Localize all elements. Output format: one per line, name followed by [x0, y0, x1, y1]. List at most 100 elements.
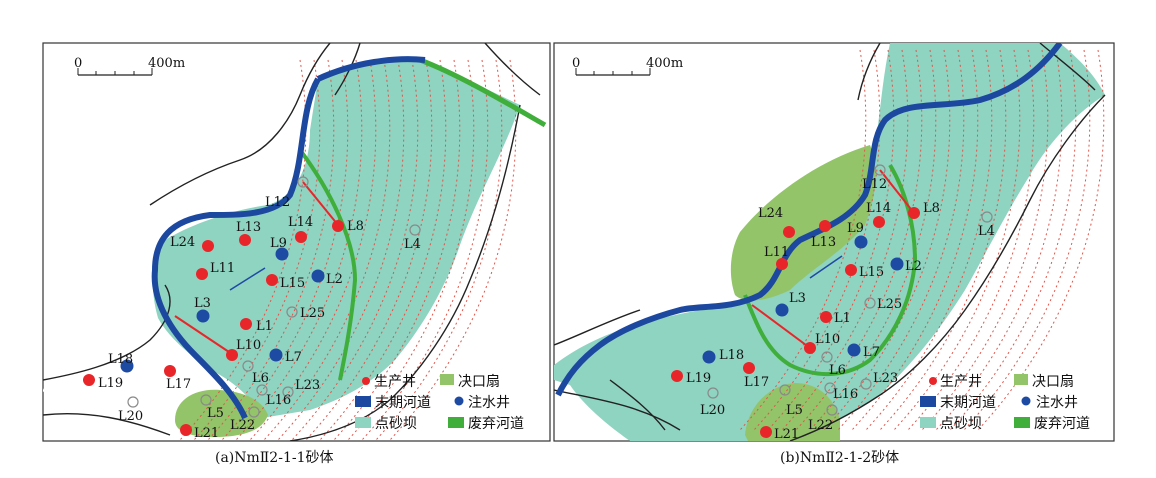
production-well-marker[interactable]: [820, 311, 832, 323]
contour-line: [179, 59, 307, 441]
well-label: L9: [847, 221, 864, 236]
injection-well-marker[interactable]: [196, 309, 210, 323]
accretion-contours: [179, 59, 517, 441]
well-label: L18: [719, 348, 744, 363]
late-channel: [555, 43, 1063, 397]
well-label: L10: [236, 338, 261, 353]
well-label: L14: [288, 215, 313, 230]
contour-line: [305, 59, 433, 441]
inactive-well-marker[interactable]: [824, 382, 836, 394]
inactive-well-marker[interactable]: [256, 384, 268, 396]
production-well-marker[interactable]: [819, 220, 831, 232]
well-label: L25: [877, 297, 902, 312]
well-label: L7: [285, 350, 302, 365]
contour-line: [781, 49, 909, 431]
inactive-well-marker[interactable]: [821, 351, 833, 363]
well-label: L5: [207, 406, 224, 421]
well-label: L3: [194, 296, 211, 311]
accretion-contours: [739, 49, 1105, 431]
injection-well-marker[interactable]: [890, 257, 904, 271]
inactive-well-marker[interactable]: [200, 394, 212, 406]
inactive-well-marker[interactable]: [282, 386, 294, 398]
inactive-well-marker[interactable]: [409, 224, 421, 236]
well-label: L18: [108, 352, 133, 367]
production-well-marker[interactable]: [873, 216, 885, 228]
injection-well-marker[interactable]: [702, 350, 716, 364]
legend: 生产井 决口扇 末期河道 注水井 点砂坝 废弃河道: [355, 374, 524, 432]
legend: 生产井 决口扇 末期河道 注水井 点砂坝 废弃河道: [920, 374, 1090, 432]
production-well-marker[interactable]: [776, 258, 788, 270]
injection-well-marker[interactable]: [275, 247, 289, 261]
contour-line: [291, 59, 419, 441]
inactive-well-marker[interactable]: [707, 387, 719, 399]
well-label: L23: [295, 378, 320, 393]
well-label: L3: [789, 291, 806, 306]
contour-line: [963, 49, 1091, 431]
contour-line: [921, 49, 1049, 431]
legend-splay-label: 决口扇: [1032, 374, 1074, 390]
well-label: L16: [833, 387, 858, 402]
inactive-well-marker[interactable]: [864, 297, 876, 309]
contour-line: [809, 49, 937, 431]
legend-injection-symbol: [454, 396, 464, 406]
well-label: L21: [774, 427, 799, 442]
wells: L24 L13 L14 L8 L11 L15 L1 L10 L19 L17 L2…: [83, 176, 421, 441]
injection-well-marker[interactable]: [311, 269, 325, 283]
inactive-well-marker[interactable]: [826, 404, 838, 416]
production-well-marker[interactable]: [845, 264, 857, 276]
contour-line: [893, 49, 1021, 431]
contour-line: [221, 59, 349, 441]
production-well-marker[interactable]: [164, 365, 176, 377]
well-label: L4: [978, 224, 995, 239]
injection-well-marker[interactable]: [847, 343, 861, 357]
contour-line: [739, 49, 867, 431]
well-label: L2: [326, 272, 343, 287]
production-well-marker[interactable]: [804, 342, 816, 354]
inactive-well-marker[interactable]: [286, 306, 298, 318]
scale-bar: 0 400m: [572, 56, 683, 76]
production-well-marker[interactable]: [743, 362, 755, 374]
production-well-marker[interactable]: [295, 231, 307, 243]
inactive-well-marker[interactable]: [248, 406, 260, 418]
production-well-marker[interactable]: [332, 220, 344, 232]
legend-injection-symbol: [1021, 396, 1031, 406]
contour-line: [879, 49, 1007, 431]
inactive-well-marker[interactable]: [874, 164, 886, 176]
well-label: L1: [834, 311, 851, 326]
production-well-marker[interactable]: [671, 370, 683, 382]
well-label: L4: [404, 237, 421, 252]
production-well-marker[interactable]: [83, 374, 95, 386]
production-well-marker[interactable]: [239, 234, 251, 246]
well-label: L15: [859, 265, 884, 280]
production-well-marker[interactable]: [783, 226, 795, 238]
inactive-well-marker[interactable]: [242, 360, 254, 372]
inactive-well-marker[interactable]: [860, 378, 872, 390]
production-well-marker[interactable]: [180, 424, 192, 436]
well-label: L14: [866, 201, 891, 216]
production-well-marker[interactable]: [240, 318, 252, 330]
well-connections: [751, 169, 915, 349]
well-label: L15: [280, 276, 305, 291]
inactive-well-marker[interactable]: [297, 176, 309, 188]
injection-well-marker[interactable]: [854, 235, 868, 249]
production-well-marker[interactable]: [266, 274, 278, 286]
legend-point-bar-swatch: [355, 417, 371, 428]
production-well-marker[interactable]: [196, 268, 208, 280]
inactive-well-marker[interactable]: [127, 396, 139, 408]
legend-abandoned-swatch: [1014, 417, 1030, 428]
legend-late-channel-swatch: [355, 396, 371, 407]
production-well-marker[interactable]: [226, 349, 238, 361]
inactive-well-marker[interactable]: [779, 384, 791, 396]
production-well-marker[interactable]: [760, 426, 772, 438]
late-channel: [151, 56, 426, 420]
inactive-well-marker[interactable]: [981, 211, 993, 223]
well-label: L10: [815, 332, 840, 347]
production-well-marker[interactable]: [202, 240, 214, 252]
contour-line: [767, 49, 895, 431]
injection-well-marker[interactable]: [269, 348, 283, 362]
well-label: L8: [347, 219, 364, 234]
injection-well-marker[interactable]: [775, 303, 789, 317]
production-well-marker[interactable]: [908, 207, 920, 219]
well-connections: [174, 181, 339, 355]
injection-well-marker[interactable]: [120, 359, 134, 373]
